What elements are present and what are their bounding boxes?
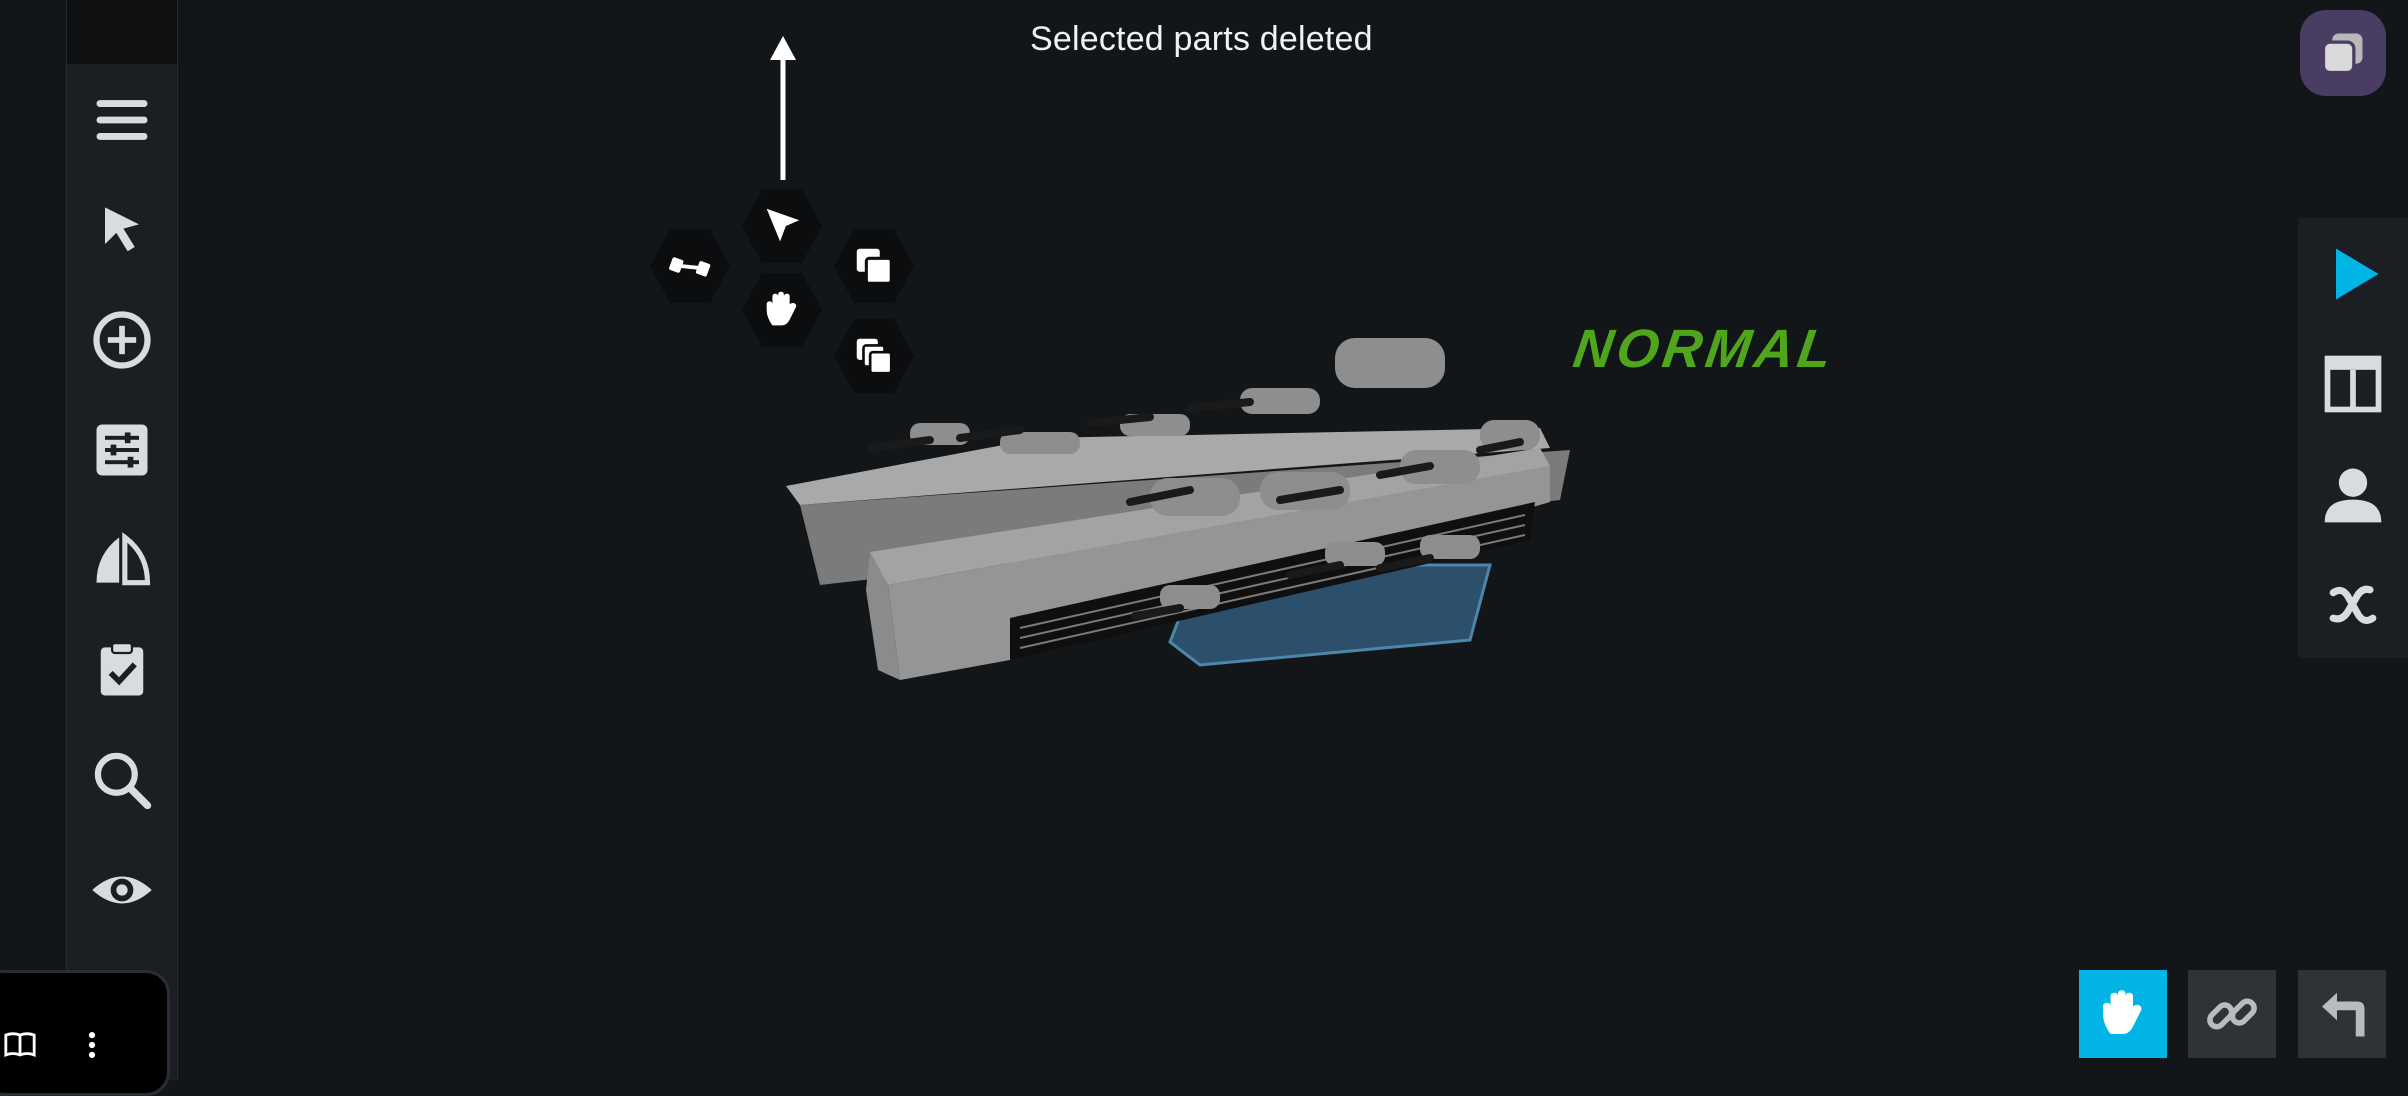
grab-hand-icon (2103, 990, 2142, 1034)
user-icon (2324, 468, 2382, 523)
properties-button[interactable] (67, 400, 177, 500)
add-part-button[interactable] (67, 290, 177, 390)
variables-button[interactable] (2298, 552, 2408, 656)
layout-button[interactable] (2298, 332, 2408, 436)
add-part-icon (93, 311, 151, 369)
grab-mode-button[interactable] (2079, 970, 2167, 1058)
system-nav-pill (0, 970, 170, 1096)
symmetry-button[interactable] (67, 510, 177, 610)
translate-gizmo-button[interactable] (650, 229, 730, 303)
left-toolbar (66, 0, 178, 1080)
right-toolbar (2298, 218, 2408, 658)
visibility-eye-icon (92, 876, 152, 904)
link-icon (2207, 998, 2257, 1030)
select-arrow-icon (105, 207, 139, 252)
more-options-icon[interactable] (75, 1028, 109, 1062)
search-icon (94, 752, 152, 810)
search-button[interactable] (67, 730, 177, 830)
windows-icon (2321, 33, 2363, 75)
grab-hand-icon (766, 291, 797, 326)
mode-label: NORMAL (1569, 319, 1840, 379)
checklist-button[interactable] (67, 620, 177, 720)
link-button[interactable] (2188, 970, 2276, 1058)
select-tool-button[interactable] (67, 180, 177, 280)
select-pointer-icon (766, 208, 800, 242)
paste-icon (856, 338, 893, 375)
translate-icon (669, 257, 711, 277)
craft-model[interactable] (780, 330, 1580, 700)
play-button[interactable] (2298, 222, 2408, 326)
toast-message: Selected parts deleted (1030, 20, 1373, 58)
menu-icon (96, 100, 148, 140)
up-arrow-icon[interactable] (762, 34, 804, 184)
pointer-gizmo-button[interactable] (742, 189, 822, 263)
undo-icon (2322, 992, 2365, 1037)
symmetry-icon (96, 532, 151, 586)
menu-button[interactable] (67, 70, 177, 170)
play-icon (2336, 248, 2379, 300)
window-switch-button[interactable] (2300, 10, 2386, 96)
visibility-button[interactable] (67, 840, 177, 940)
variables-x-icon (2329, 585, 2377, 624)
copy-gizmo-button[interactable] (834, 229, 914, 303)
user-button[interactable] (2298, 442, 2408, 546)
settings-sliders-icon (96, 424, 148, 476)
checklist-icon (100, 641, 144, 696)
toolbar-header (67, 0, 177, 64)
book-icon[interactable] (3, 1028, 37, 1062)
layout-icon (2324, 355, 2382, 413)
copy-icon (856, 248, 893, 285)
undo-button[interactable] (2298, 970, 2386, 1058)
